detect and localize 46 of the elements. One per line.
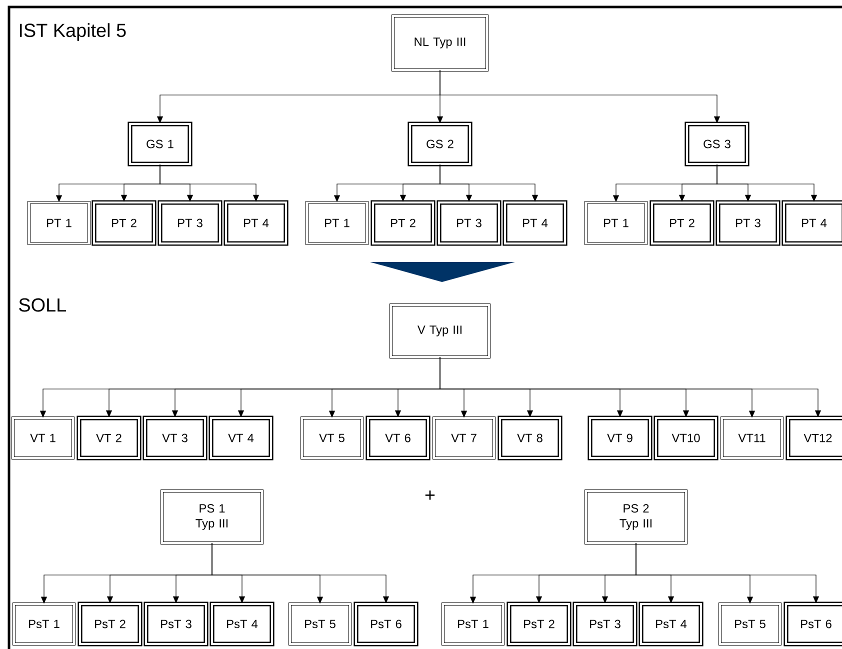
org-box: VT 5: [300, 416, 364, 460]
org-box: PT 3: [716, 200, 780, 246]
org-box: PsT 5: [288, 602, 352, 646]
org-box: PT 1: [584, 201, 648, 245]
org-box: VT 1: [12, 416, 74, 460]
org-box: NL Typ III: [392, 14, 488, 72]
org-box: VT10: [654, 416, 718, 460]
org-box: PsT 1: [12, 602, 76, 646]
org-box: PsT 2: [78, 602, 142, 646]
org-box: VT11: [720, 416, 784, 460]
org-box: VT 8: [498, 416, 562, 460]
org-box: GS 2: [408, 122, 472, 166]
org-box: VT 7: [432, 416, 496, 460]
org-box: GS 3: [684, 122, 750, 166]
org-box: VT 9: [588, 416, 652, 460]
org-box: PsT 3: [572, 602, 638, 646]
org-box: VT 2: [76, 416, 142, 460]
org-box: PT 2: [92, 200, 156, 246]
org-box: PT 2: [650, 200, 714, 246]
org-box: PS 2 Typ III: [584, 490, 688, 544]
plus-sign: +: [425, 490, 435, 500]
org-box: PsT 6: [784, 602, 842, 646]
org-box: PsT 3: [144, 602, 208, 646]
org-box: PsT 6: [354, 602, 418, 646]
org-box: PsT 2: [506, 602, 572, 646]
org-box: PT 3: [436, 200, 502, 246]
org-box: PsT 4: [638, 602, 704, 646]
org-box: PT 1: [306, 201, 368, 245]
heading-label: SOLL: [19, 298, 66, 312]
org-box: PT 1: [28, 201, 90, 245]
org-box: PS 1 Typ III: [160, 490, 264, 544]
org-box: VT 4: [208, 416, 274, 460]
org-box: PT 4: [502, 200, 568, 246]
org-box: PsT 4: [210, 602, 274, 646]
org-box: PT 2: [370, 200, 436, 246]
org-box: GS 1: [128, 122, 192, 166]
org-box: PT 3: [158, 200, 222, 246]
org-box: PsT 1: [442, 602, 504, 646]
org-box: PT 4: [224, 200, 288, 246]
org-box: PsT 5: [718, 602, 782, 646]
org-box: PT 4: [782, 200, 842, 246]
org-box: V Typ III: [390, 304, 490, 358]
org-box: VT 6: [366, 416, 430, 460]
org-box: VT 3: [142, 416, 208, 460]
heading-label: IST Kapitel 5: [20, 23, 126, 41]
org-box: VT12: [786, 416, 842, 460]
